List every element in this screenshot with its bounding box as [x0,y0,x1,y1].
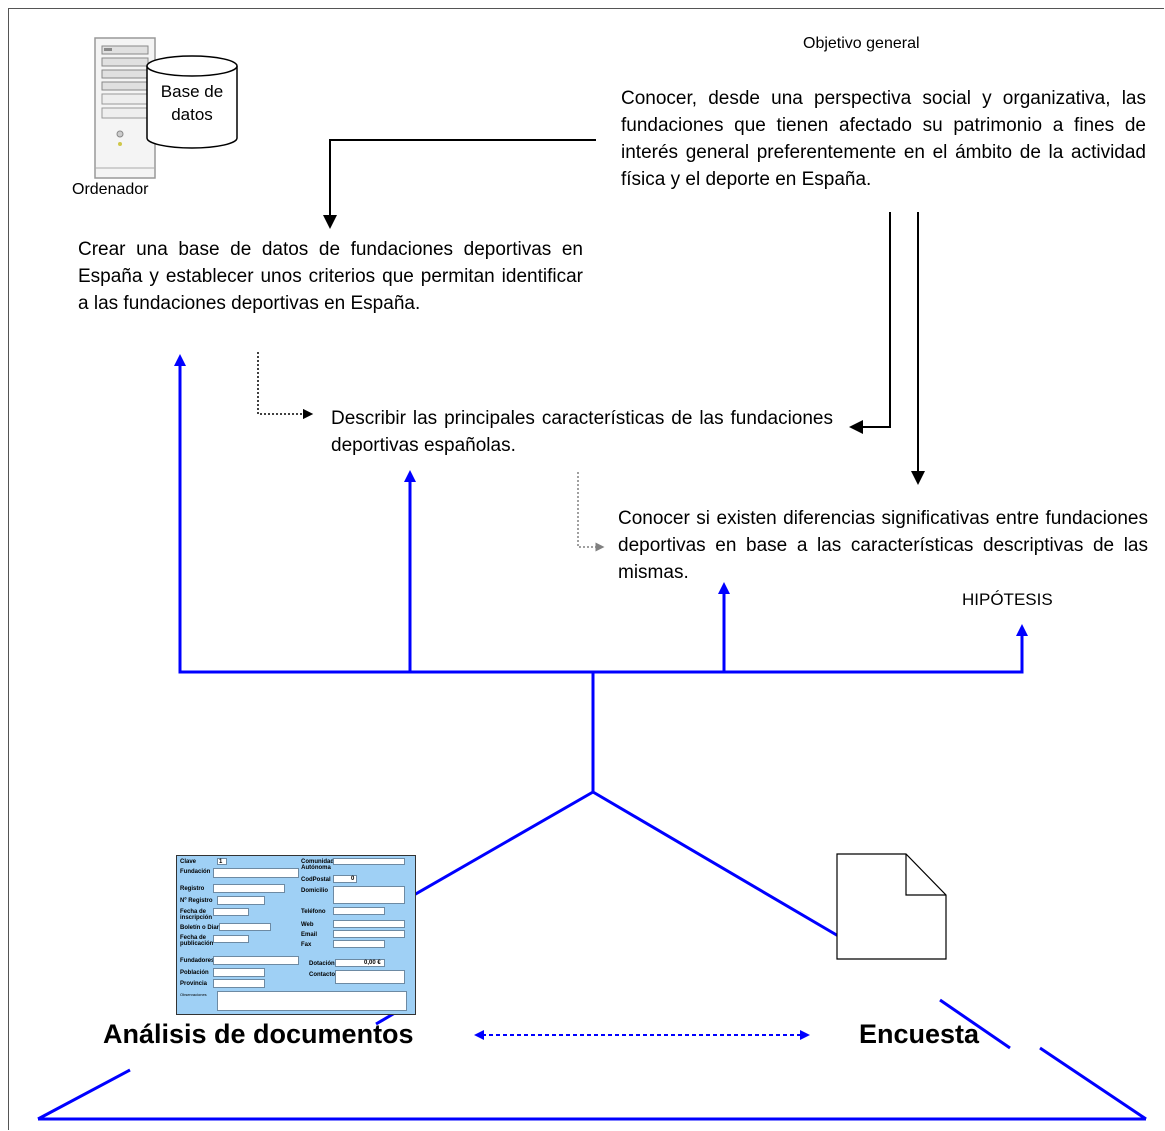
form-label-fundadores: Fundadores [180,958,215,964]
form-field-clave: 1 [217,858,227,865]
objective-text: Conocer, desde una perspectiva social y … [621,88,1146,190]
form-field-domicilio [333,886,405,904]
form-label-email: Email [301,932,318,938]
form-field-email [333,930,405,938]
form-label-web: Web [301,922,314,928]
database-label: Base de datos [160,82,224,124]
form-label-dotacion: Dotación [309,961,335,967]
goal-describe: Describir las principales característica… [331,408,833,456]
form-label-clave: Clave [180,859,197,865]
form-label-telefono: Teléfono [301,909,326,915]
form-label-boletin: Boletín o Diario [180,925,225,931]
database-form-mockup: Clave 1 Fundación Registro Nº Registro F… [176,855,416,1015]
form-label-codpostal: CodPostal [301,877,331,883]
form-label-poblacion: Población [180,970,209,976]
form-field-web [333,920,405,928]
dotted-arrow-database-to-describe [257,352,314,420]
form-field-fecha-inscripcion [213,908,249,916]
form-field-dotacion: 0,00 € [335,959,385,967]
arrow-up-hypothesis [1016,624,1028,636]
method-documents: Análisis de documentos [103,1019,414,1049]
form-label-observaciones: Observaciones [180,992,207,997]
form-label-domicilio: Domicilio [301,888,329,894]
arrow-up-differences [718,582,730,594]
form-label-fundacion: Fundación [180,869,211,875]
form-field-telefono [333,907,385,915]
arrow-objective-to-describe [849,212,891,434]
form-field-fax [333,940,385,948]
form-field-contacto [335,970,405,984]
hypothesis-label: HIPÓTESIS [962,590,1053,609]
form-field-registro [213,884,285,893]
computer-label: Ordenador [72,181,149,198]
form-label-fecha-inscripcion: Fecha de inscripción [180,909,213,921]
diagram-frame [8,8,1164,1130]
form-label-fax: Fax [301,942,312,948]
form-field-fecha-publicacion [213,935,249,943]
dotted-arrow-describe-to-differences [577,472,605,552]
form-field-poblacion [213,968,265,977]
form-label-provincia: Provincia [180,981,208,987]
form-label-contacto: Contacto [309,972,335,978]
objective-title: Objetivo general [803,35,920,52]
form-field-boletin [219,923,271,931]
method-survey: Encuesta [859,1019,980,1049]
form-label-registro: Registro [180,886,205,892]
blue-connector-structure [37,360,1147,1121]
form-label-n-registro: Nº Registro [180,898,213,904]
form-field-fundacion [213,868,299,878]
goal-differences: Conocer si existen diferencias significa… [618,508,1148,583]
form-field-fundadores [213,956,299,965]
arrow-objective-to-database [323,139,596,229]
form-label-fecha-publicacion: Fecha de publicación [180,935,214,947]
form-field-provincia [213,979,265,988]
server-icon [94,37,156,179]
goal-database: Crear una base de datos de fundaciones d… [78,239,583,314]
form-field-comunidad [333,858,405,865]
blue-arrowheads [174,354,1028,636]
database-icon [146,55,238,149]
form-field-observaciones [217,991,407,1011]
double-arrow-methods [474,1030,810,1040]
document-icon [836,853,947,960]
form-label-comunidad: Comunidad Autónoma [301,859,334,871]
arrow-up-describe [404,470,416,482]
arrow-up-database [174,354,186,366]
form-field-codpostal: 0 [333,875,357,883]
form-field-n-registro [217,896,265,905]
